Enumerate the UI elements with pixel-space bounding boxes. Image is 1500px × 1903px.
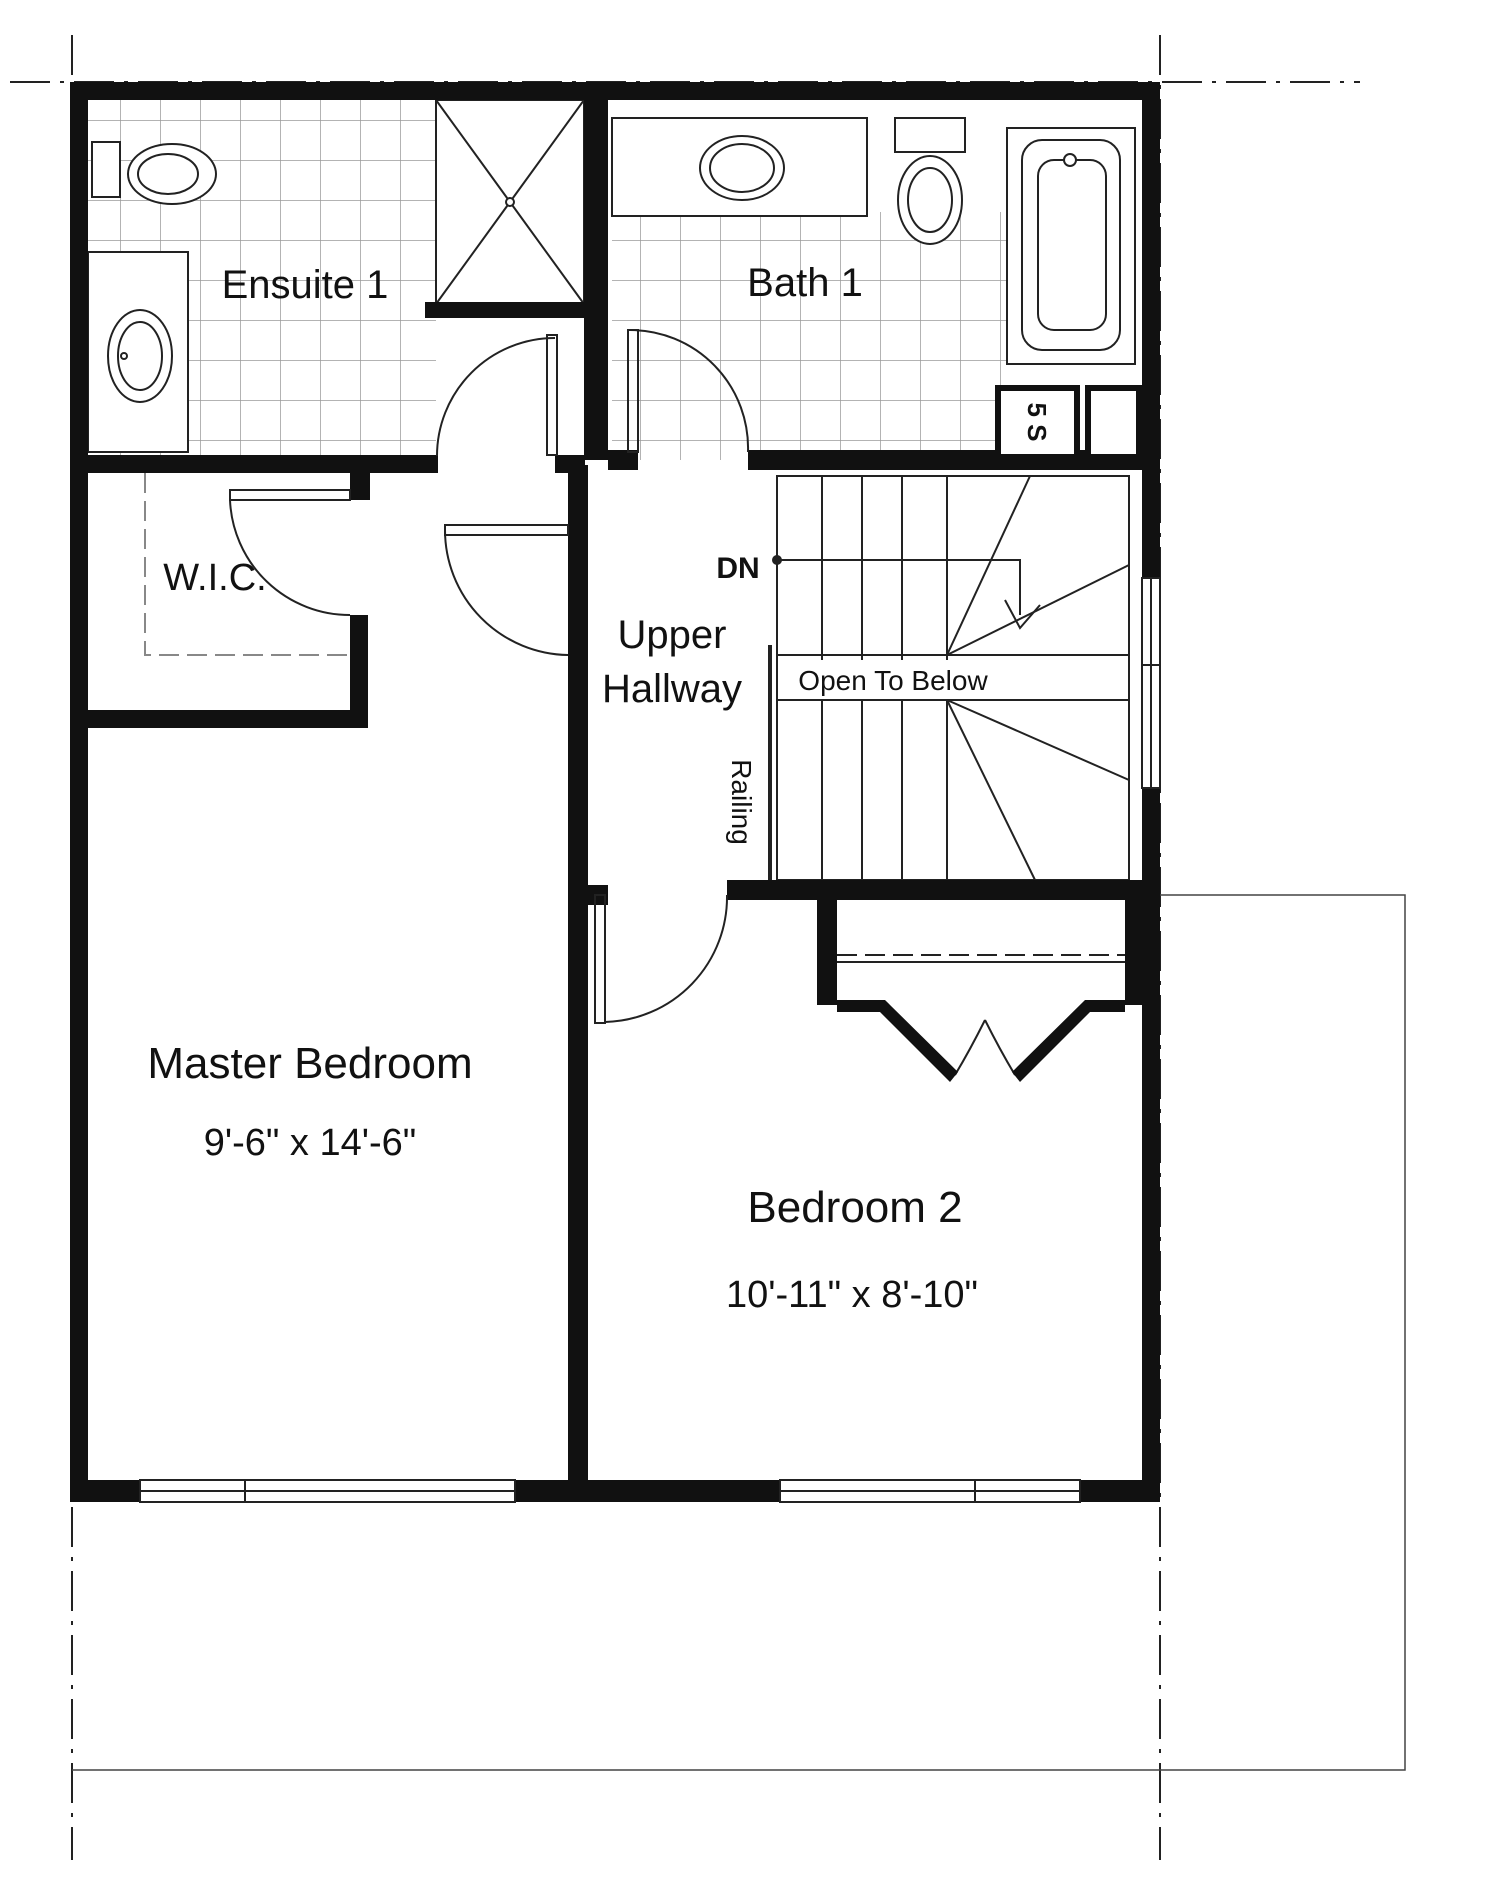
stair: [768, 475, 1130, 881]
linen-closet-label: 5 S: [1022, 402, 1052, 441]
room-dimension-bedroom2: 10'-11" x 8'-10": [726, 1274, 978, 1316]
bath-tile-floor: [612, 212, 1007, 460]
room-label-bedroom2: Bedroom 2: [747, 1183, 962, 1232]
closet-walls: [837, 1000, 1125, 1082]
deck-outline: [72, 894, 1406, 1771]
railing-label: Railing: [726, 759, 757, 845]
room-label-master: Master Bedroom: [147, 1039, 472, 1088]
linen-box: [999, 389, 1138, 456]
ensuite-fixtures: [87, 99, 585, 453]
wic-shelf: [144, 473, 350, 656]
room-label-hallway-line2: Hallway: [602, 667, 742, 711]
bath-fixtures: [611, 117, 1136, 365]
room-label-wic: W.I.C.: [163, 557, 266, 599]
room-dimension-master: 9'-6" x 14'-6": [204, 1122, 417, 1164]
room-label-bath: Bath 1: [747, 261, 863, 305]
open-to-below-label: Open To Below: [798, 665, 988, 696]
doors: [229, 329, 750, 1024]
windows: [139, 577, 1161, 1503]
room-label-ensuite: Ensuite 1: [222, 263, 389, 307]
room-label-hallway-line1: Upper: [618, 613, 727, 657]
walls: [70, 82, 1160, 1502]
stair-down-label: DN: [716, 552, 759, 585]
